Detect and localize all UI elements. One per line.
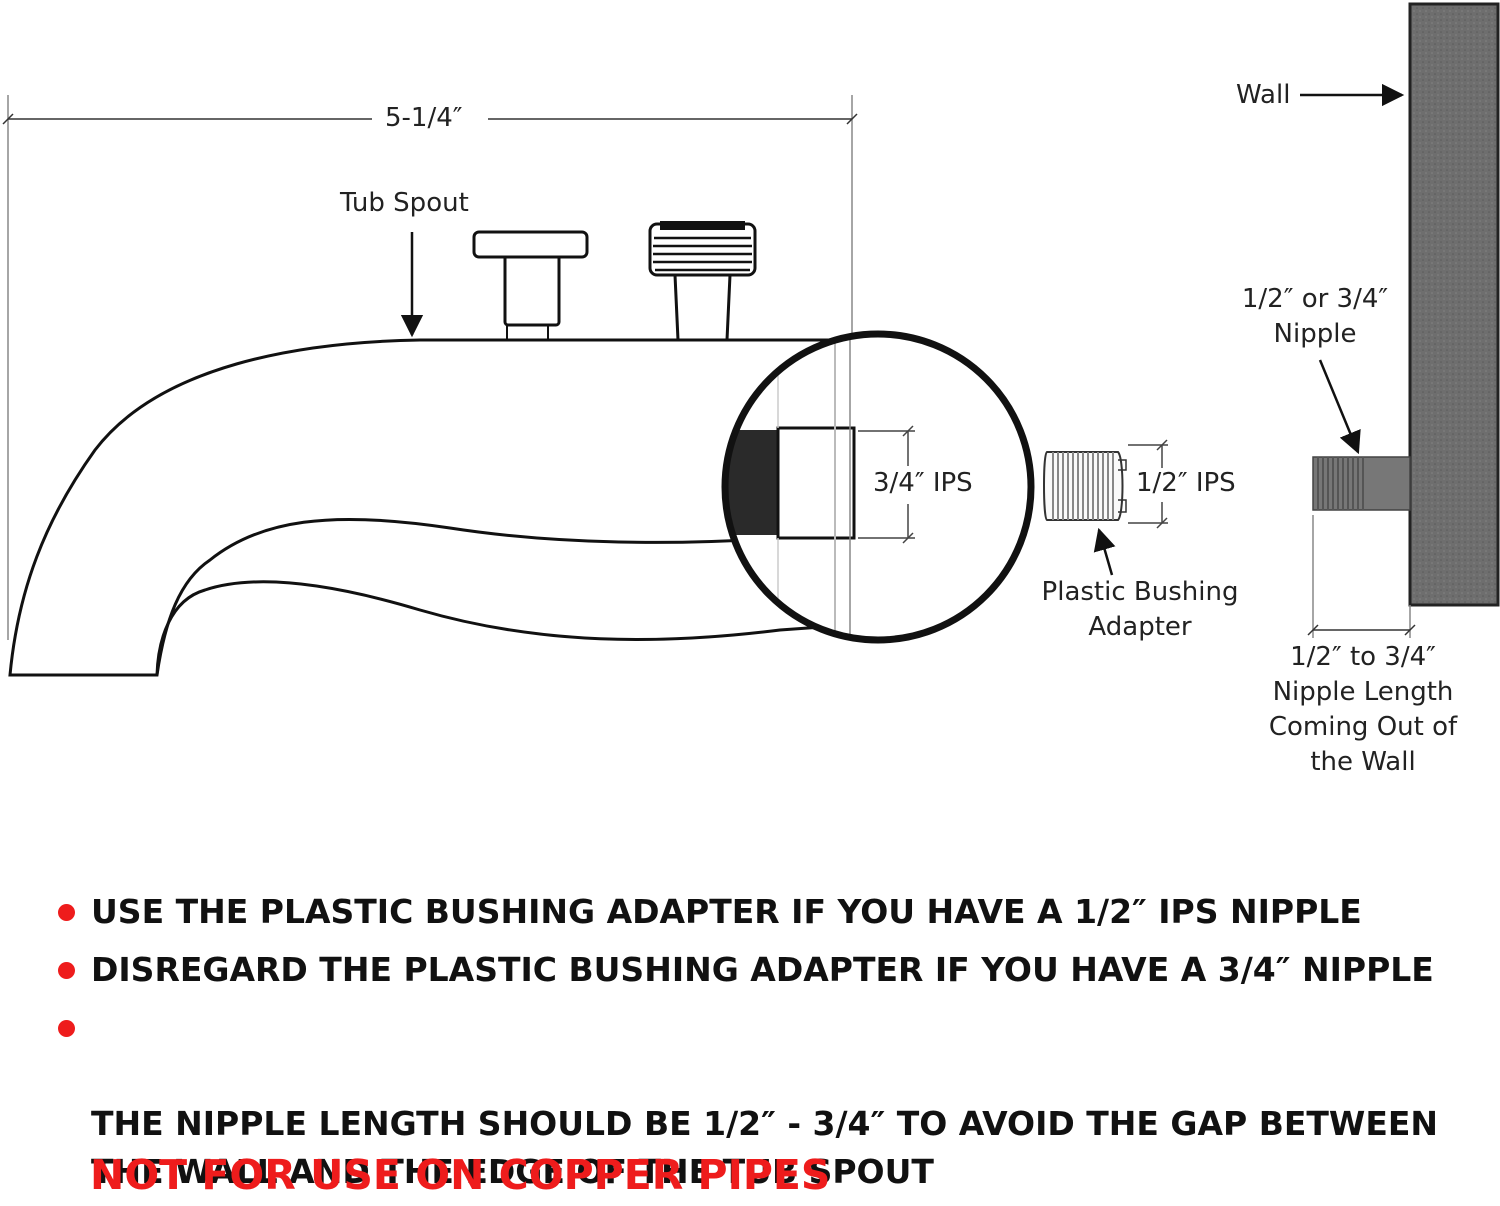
instruction-item: THE NIPPLE LENGTH SHOULD BE 1/2″ - 3/4″ … [58,1004,1478,1196]
threaded-cap [648,221,757,342]
ips-34-label: 3/4″ IPS [873,468,973,498]
width-dimension [2,95,858,640]
bullet-icon [58,962,75,979]
nipple-label: 1/2″ or 3/4″ Nipple [1241,284,1389,349]
instruction-list: USE THE PLASTIC BUSHING ADAPTER IF YOU H… [58,888,1478,1206]
bushing-label: Plastic Bushing Adapter [1041,577,1239,642]
width-dimension-label: 5-1/4″ [385,103,463,133]
nipple-length-label: 1/2″ to 3/4″ Nipple Length Coming Out of… [1268,642,1458,777]
copper-warning: NOT FOR USE ON COPPER PIPES [90,1151,831,1199]
instruction-item: DISREGARD THE PLASTIC BUSHING ADAPTER IF… [58,946,1478,994]
tub-spout-diagram [2,2,1500,677]
wall-label: Wall [1236,80,1291,110]
tub-spout-body [8,338,852,677]
wall-section [1300,2,1500,607]
ips-12-label: 1/2″ IPS [1136,468,1236,498]
instruction-item: USE THE PLASTIC BUSHING ADAPTER IF YOU H… [58,888,1478,936]
tub-spout-label: Tub Spout [340,188,469,218]
bullet-icon [58,904,75,921]
plastic-bushing-adapter [1043,439,1168,576]
diverter-knob [472,230,589,341]
nipple [1307,359,1416,638]
detail-magnifier [721,330,1035,644]
bullet-icon [58,1020,75,1037]
